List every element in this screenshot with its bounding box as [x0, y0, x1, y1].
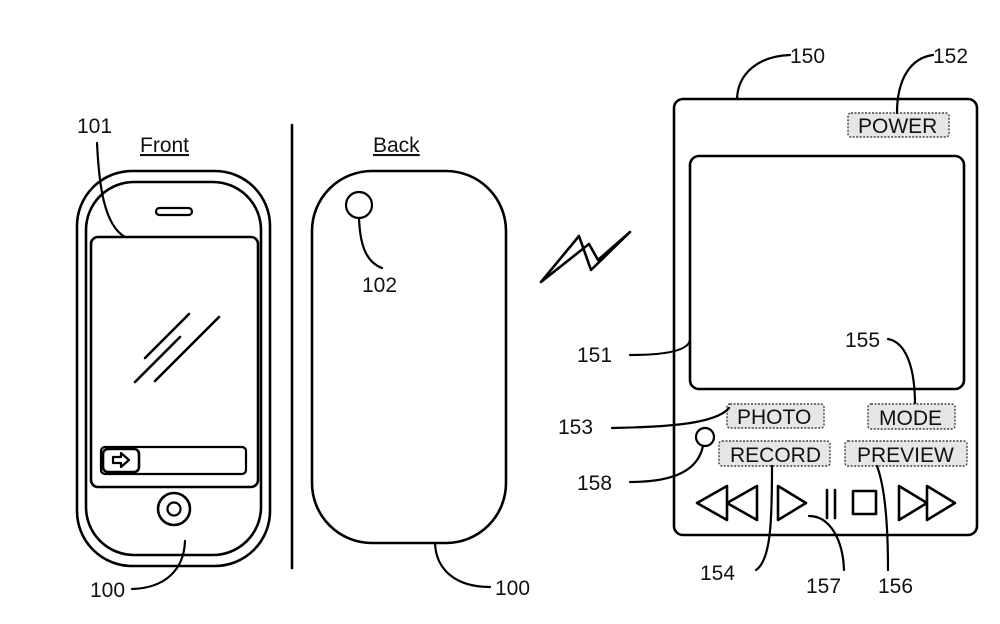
leader-line-102 [357, 216, 384, 270]
label-154: 154 [700, 562, 735, 585]
remote-device: 150 POWER 152 151 155 PHOTO 153 MODE 158… [558, 45, 979, 598]
leader-line-150 [735, 53, 792, 101]
phone-back-body [310, 169, 508, 545]
slide-to-unlock-handle[interactable] [101, 447, 141, 474]
leader-line-151 [628, 338, 692, 357]
phone-front-screen [89, 235, 260, 489]
pause-button[interactable] [825, 488, 837, 520]
phone-front-outer-body [75, 169, 272, 568]
play-button[interactable] [776, 484, 808, 522]
lightning-bolt-icon [539, 230, 632, 284]
photo-button-label: PHOTO [737, 406, 811, 429]
indicator-light-icon [694, 426, 716, 448]
leader-line-154 [754, 464, 774, 572]
label-155: 155 [845, 329, 880, 352]
record-button-label: RECORD [730, 444, 821, 467]
label-157: 157 [806, 575, 841, 598]
label-153: 153 [558, 416, 593, 439]
record-button[interactable] [718, 440, 831, 467]
label-151: 151 [577, 344, 612, 367]
fast-forward-icon [897, 484, 957, 522]
label-100-front: 100 [90, 579, 125, 602]
leader-line-100-back [433, 541, 492, 589]
leader-line-158 [628, 444, 705, 484]
leader-line-156 [875, 464, 890, 572]
phone-front-inner-bezel [84, 180, 263, 557]
label-158: 158 [577, 472, 612, 495]
leader-line-157 [807, 514, 846, 572]
screen-glare-icon [133, 312, 221, 384]
stop-icon [851, 489, 878, 516]
slide-to-unlock-bar[interactable] [99, 445, 248, 476]
leader-line-152 [895, 53, 935, 115]
preview-button[interactable] [844, 440, 968, 467]
remote-device-body [672, 97, 979, 537]
label-102: 102 [362, 274, 397, 297]
front-heading: Front [140, 134, 189, 157]
leader-line-101 [95, 141, 127, 239]
rewind-icon [695, 484, 759, 522]
label-150: 150 [790, 45, 825, 68]
photo-button[interactable] [726, 403, 825, 429]
leader-line-100-front [130, 539, 187, 591]
play-icon [776, 484, 808, 522]
rewind-button[interactable] [695, 484, 759, 522]
power-button[interactable] [847, 112, 950, 138]
home-button[interactable] [156, 491, 192, 527]
stop-button[interactable] [851, 489, 878, 516]
arrow-right-icon [111, 451, 131, 469]
leader-line-155 [886, 337, 917, 407]
back-heading: Back [373, 134, 420, 157]
label-101: 101 [77, 115, 112, 138]
label-156: 156 [878, 575, 913, 598]
preview-button-label: PREVIEW [857, 444, 954, 467]
mode-button[interactable] [867, 403, 956, 430]
fast-forward-button[interactable] [897, 484, 957, 522]
label-152: 152 [933, 45, 968, 68]
power-button-label: POWER [858, 115, 937, 138]
mode-button-label: MODE [879, 407, 942, 430]
front-view: Front 101 100 [75, 115, 272, 602]
label-100-back: 100 [495, 577, 530, 600]
home-button-inner-icon [166, 501, 182, 517]
remote-device-screen [688, 154, 966, 391]
camera-lens-icon [344, 190, 374, 220]
speaker-slot-icon [154, 206, 194, 217]
back-view: Back 102 100 [310, 134, 530, 600]
leader-line-153 [610, 406, 731, 430]
